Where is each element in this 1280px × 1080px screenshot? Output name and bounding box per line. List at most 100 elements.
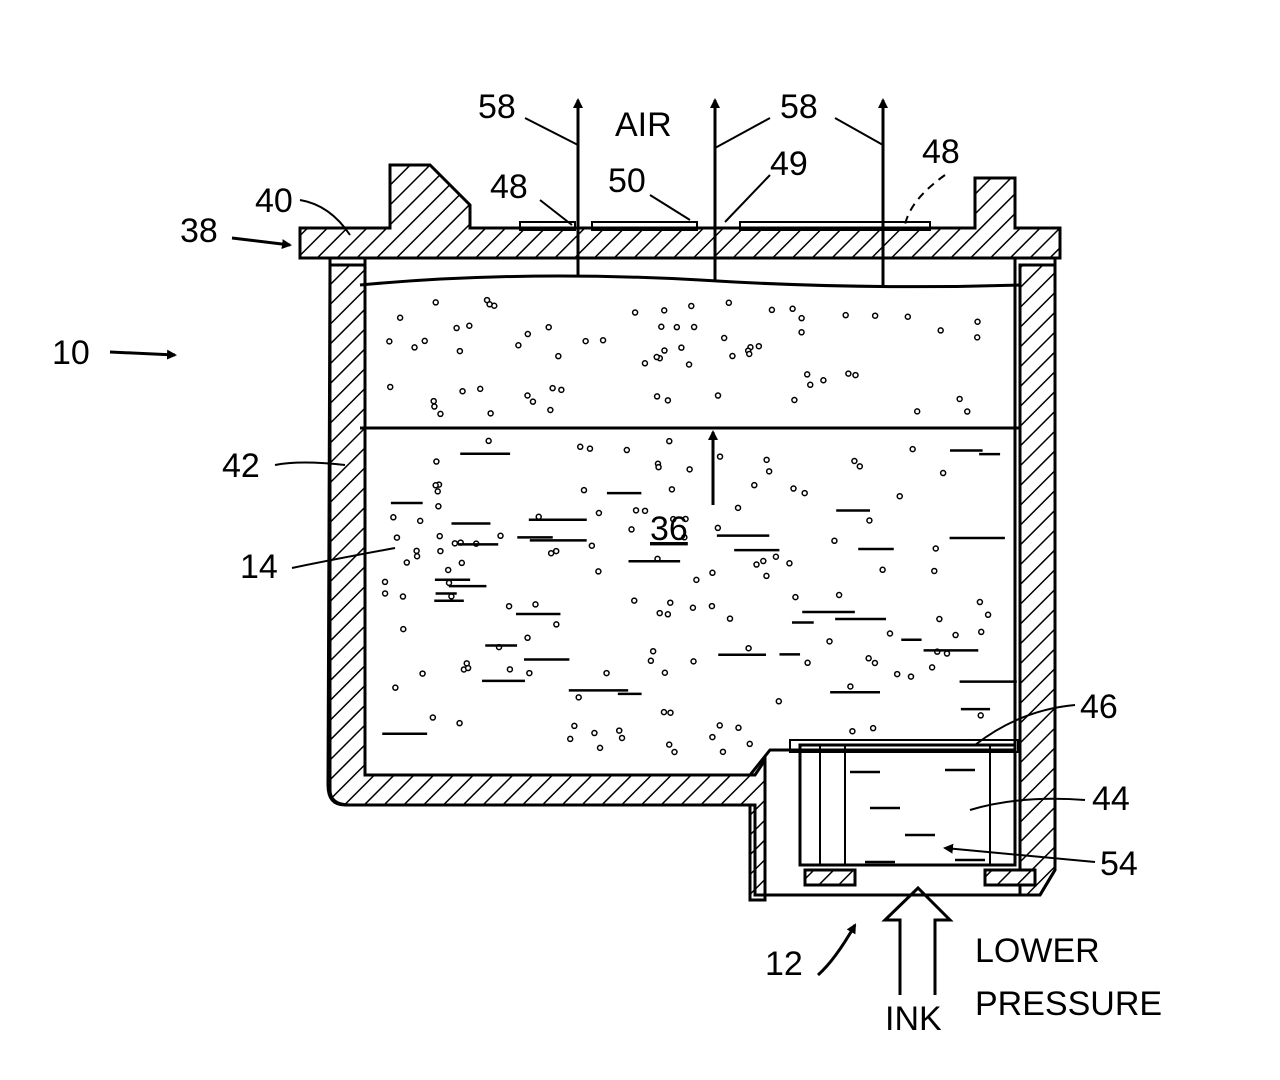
foam-dot [505, 602, 513, 610]
foam-dot [434, 488, 441, 495]
label-air: AIR [615, 106, 672, 144]
foam-dot [571, 722, 578, 730]
foam-dot [615, 727, 623, 734]
label-36: 36 [650, 510, 688, 548]
foam-dot [396, 314, 404, 322]
foam-dot [807, 381, 814, 389]
foam-dot [939, 469, 947, 477]
foam-dot [632, 507, 640, 514]
foam-dot [714, 524, 722, 532]
foam-dot [437, 547, 444, 555]
foam-dot [437, 410, 444, 418]
foam-dot [879, 566, 886, 574]
lid [298, 163, 1062, 260]
foam-dot [413, 552, 421, 560]
label-38: 38 [180, 212, 218, 250]
foam-dot [575, 694, 582, 701]
foam-dot [685, 361, 693, 368]
foam-dot [667, 599, 674, 606]
foam-dot [789, 305, 796, 313]
foam-dot [690, 323, 698, 331]
foam-dot [393, 534, 401, 541]
foam-dot [725, 299, 733, 307]
foam-dot [909, 445, 916, 453]
foam-dot [466, 322, 473, 329]
foam-dot [666, 437, 673, 445]
foam-dot [671, 748, 678, 756]
foam-dot [708, 602, 716, 610]
foam-dot [628, 526, 635, 533]
foam-dot [820, 376, 827, 384]
foam-dot [964, 408, 971, 415]
foam-dot [709, 569, 716, 577]
foam-dot [463, 660, 471, 667]
ink-inlet-arrow [881, 885, 954, 995]
foam-dot [529, 398, 537, 405]
label-40: 40 [255, 182, 293, 220]
foam-dot [688, 302, 695, 310]
filter [789, 739, 1037, 887]
foam-dot [896, 492, 903, 500]
foam-dot [904, 313, 912, 320]
foam-dot [547, 549, 555, 557]
foam-dot [893, 670, 901, 678]
label-lower: LOWER [975, 932, 1100, 970]
foam-dot [456, 347, 464, 355]
label-12: 12 [765, 945, 803, 983]
foam-dot [456, 719, 463, 727]
foam-dot [416, 517, 424, 525]
foam-dot [667, 709, 674, 716]
foam-dot [451, 540, 459, 547]
foam-dot [485, 437, 492, 445]
foam-dot [653, 353, 660, 361]
foam-dot [429, 714, 437, 721]
foam-dot [655, 463, 662, 471]
foam-dot [865, 655, 872, 662]
foam-dot [658, 323, 665, 330]
foam-dot [871, 659, 879, 667]
foam-dot [431, 403, 438, 410]
foam-dot [400, 625, 407, 633]
label-44: 44 [1092, 780, 1130, 818]
label-49: 49 [770, 145, 808, 183]
foam-dot [755, 342, 763, 350]
foam-dot [576, 443, 584, 451]
foam-dot [649, 647, 657, 655]
foam-dot [553, 621, 560, 628]
label-58-left: 58 [478, 88, 516, 126]
foam-dot [506, 666, 514, 673]
foam-dot [641, 507, 649, 515]
foam-dot [719, 748, 727, 756]
foam-dot [432, 482, 439, 489]
foam-dot [459, 387, 466, 395]
foam-dot [835, 591, 843, 599]
foam-dot [760, 557, 767, 565]
foam-dot [631, 309, 639, 316]
foam-dot [435, 503, 442, 510]
foam-dot [726, 615, 734, 622]
foam-dot [547, 406, 554, 414]
foam-dot [714, 392, 722, 399]
foam-dot [720, 334, 728, 342]
foam-dot [673, 323, 681, 331]
foam-dot [381, 590, 389, 597]
foam-dot [386, 383, 394, 391]
foam-dot [515, 342, 522, 349]
foam-dot [656, 609, 663, 617]
label-pressure: PRESSURE [975, 985, 1162, 1023]
leader-lines [109, 117, 1096, 977]
label-50: 50 [608, 162, 646, 200]
foam-dot [669, 515, 677, 523]
foam-dot [866, 517, 873, 524]
foam-dot [856, 463, 864, 470]
foam-dot [444, 566, 452, 574]
foam-dot [928, 664, 936, 671]
label-46: 46 [1080, 688, 1118, 726]
ink-texture [382, 449, 1017, 864]
label-58-right: 58 [780, 88, 818, 126]
foam-dot [595, 509, 603, 517]
foam-dot [931, 567, 938, 575]
foam-dot [716, 453, 724, 460]
foam-dot [976, 598, 984, 606]
foam-dot [381, 578, 389, 586]
